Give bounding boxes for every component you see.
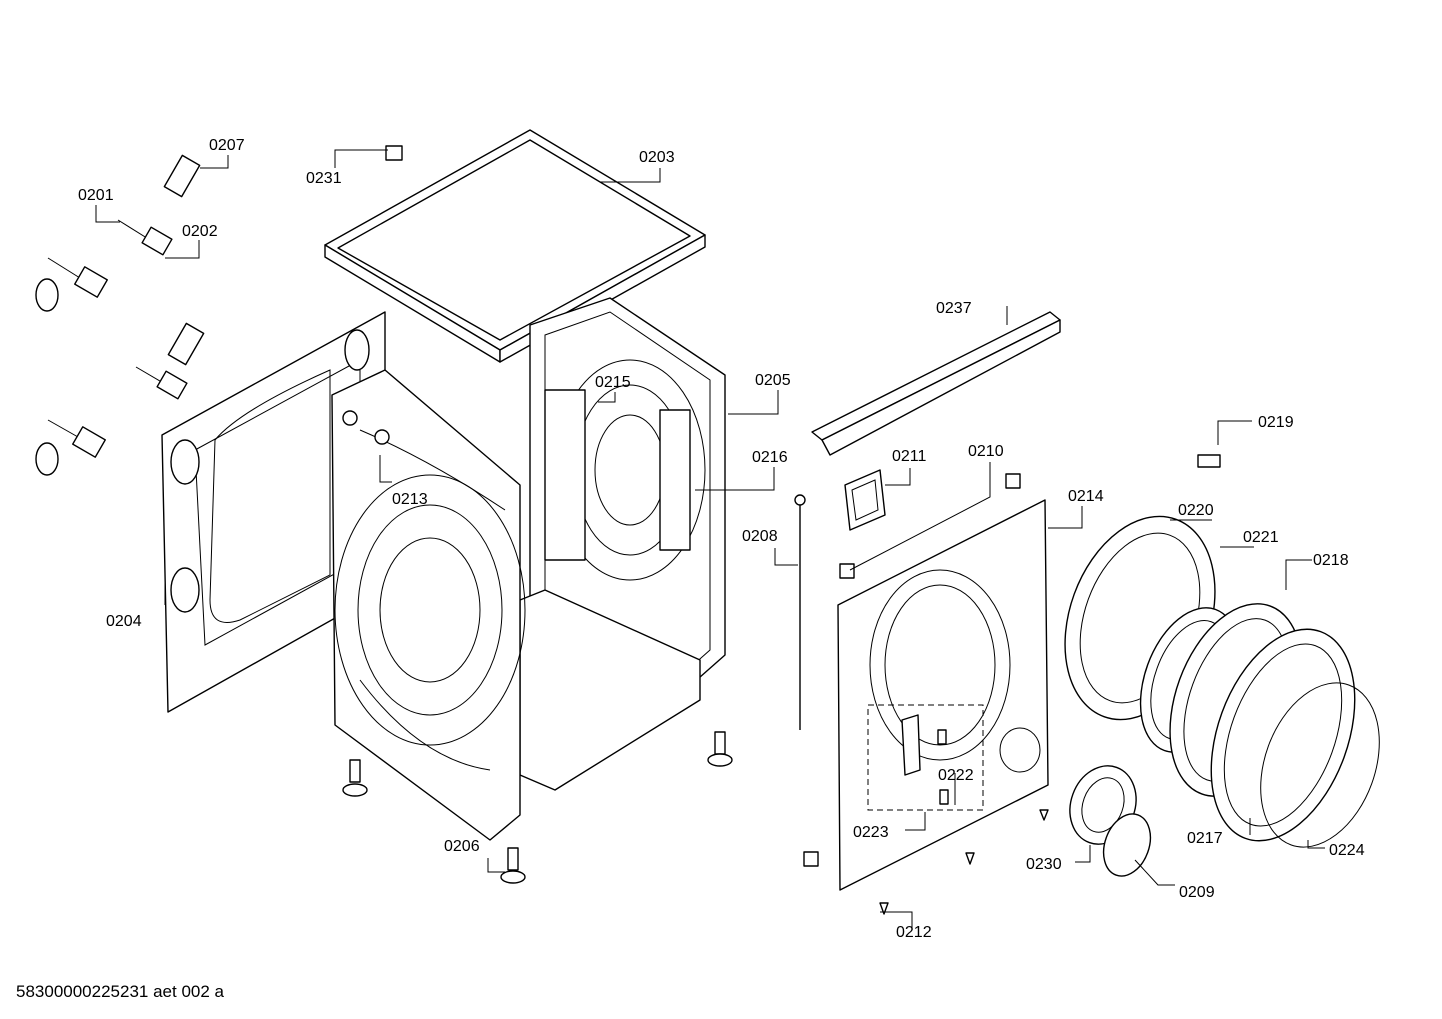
label-0213: 0213: [392, 491, 428, 508]
top-cover-part: [324, 129, 706, 363]
control-module-part: [844, 469, 886, 531]
feet-part: [342, 731, 733, 884]
label-0207: 0207: [209, 137, 245, 154]
part-labels: 0207 0201 0202 0231 0203 0215 0205 0216 …: [78, 137, 1365, 941]
spring-bracket-parts: [35, 145, 403, 476]
side-panel-part: [161, 311, 386, 713]
label-0224: 0224: [1329, 842, 1365, 859]
door-rings-part: [1064, 515, 1380, 848]
front-panel-part: [837, 499, 1049, 891]
label-0216: 0216: [752, 449, 788, 466]
rod-part: [794, 494, 806, 730]
label-0221: 0221: [1243, 529, 1279, 546]
label-0202: 0202: [182, 223, 218, 240]
label-0203: 0203: [639, 149, 675, 166]
label-0220: 0220: [1178, 502, 1214, 519]
label-0219: 0219: [1258, 414, 1294, 431]
label-0206: 0206: [444, 838, 480, 855]
label-0211: 0211: [892, 448, 927, 465]
label-0208: 0208: [742, 528, 778, 545]
label-0230: 0230: [1026, 856, 1062, 873]
label-0222: 0222: [938, 767, 974, 784]
document-id: 58300000225231 aet 002 a: [16, 982, 224, 1001]
cabinet-frame-part: [519, 297, 726, 791]
label-0237: 0237: [936, 300, 972, 317]
leader-lines: [95, 149, 1325, 930]
label-0231: 0231: [306, 170, 342, 187]
switch-part: [1197, 454, 1221, 468]
cabinet-side-panel-part: [331, 369, 526, 841]
pump-cover-part: [1069, 765, 1152, 877]
label-0218: 0218: [1313, 552, 1349, 569]
label-0204: 0204: [106, 613, 142, 630]
label-0217: 0217: [1187, 830, 1223, 847]
screw-parts: [803, 473, 1049, 915]
label-0209: 0209: [1179, 884, 1215, 901]
label-0223: 0223: [853, 824, 889, 841]
label-0210: 0210: [968, 443, 1004, 460]
label-0212: 0212: [896, 924, 932, 941]
label-0201: 0201: [78, 187, 114, 204]
label-0205: 0205: [755, 372, 791, 389]
support-rail-part: [811, 311, 1061, 456]
label-0215: 0215: [595, 374, 631, 391]
label-0214: 0214: [1068, 488, 1104, 505]
